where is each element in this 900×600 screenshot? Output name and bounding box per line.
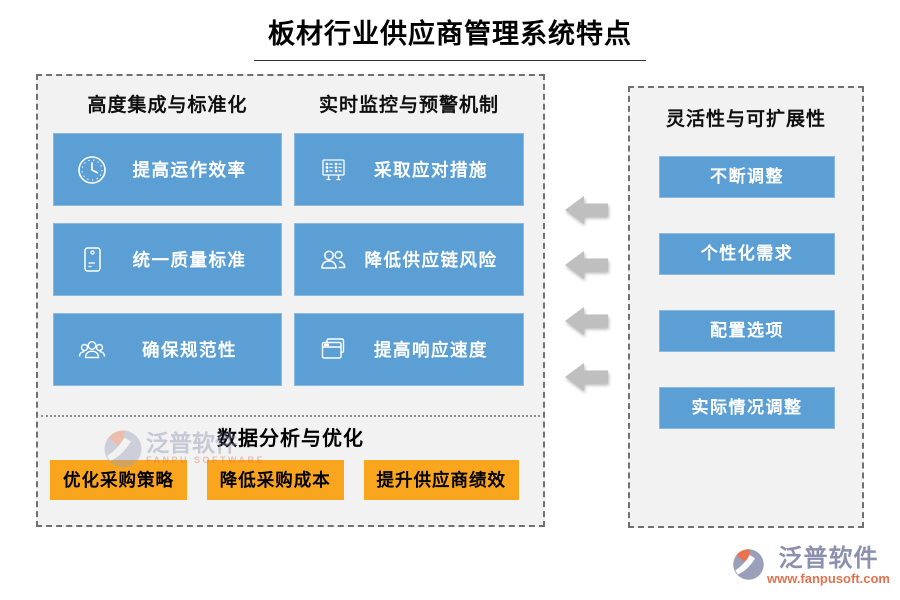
fanpu-logo-icon [732,548,765,581]
pill-personalized-needs: 个性化需求 [659,233,835,275]
footer-brand-name: 泛普软件 [778,546,879,572]
footer-brand: 泛普软件 www.fanpusoft.com [732,546,890,587]
users-icon [315,242,351,278]
left-arrow-icon [563,193,610,227]
section-heading-monitoring: 实时监控与预警机制 [318,95,499,116]
section-heading-integration: 高度集成与标准化 [87,95,248,116]
footer-brand-url[interactable]: www.fanpusoft.com [766,571,890,587]
left-arrow-icon [563,248,610,282]
feature-label: 确保规范性 [142,340,237,360]
left-arrow-icon [563,304,610,338]
tag-reduce-cost: 降低采购成本 [206,460,344,500]
checklist-board-icon [315,152,351,188]
footer-brand-text: 泛普软件 www.fanpusoft.com [766,546,890,587]
left-panel: 高度集成与标准化 提高运作效率 [36,74,545,527]
tag-supplier-performance: 提升供应商绩效 [363,460,519,500]
section-integration: 高度集成与标准化 提高运作效率 [53,90,282,386]
tag-optimize-strategy: 优化采购策略 [50,460,187,500]
team-icon [74,332,110,368]
feature-improve-efficiency: 提高运作效率 [53,133,282,206]
section-heading-flexibility: 灵活性与可扩展性 [665,109,826,130]
feature-reduce-risk: 降低供应链风险 [294,223,524,296]
pill-continuous-adjust: 不断调整 [659,156,835,198]
title-bar: 板材行业供应商管理系统特点 [0,12,900,61]
pill-actual-adjust: 实际情况调整 [659,387,835,429]
pill-config-options: 配置选项 [659,310,835,352]
page-title: 板材行业供应商管理系统特点 [254,12,646,61]
feature-label: 提高运作效率 [132,160,247,180]
feature-response-speed: 提高响应速度 [294,313,524,386]
section-heading-analysis: 数据分析与优化 [217,428,364,450]
left-arrow-icon [563,360,610,394]
analysis-row: 优化采购策略 降低采购成本 提升供应商绩效 [50,460,519,500]
feature-label: 统一质量标准 [132,250,247,270]
feature-label: 提高响应速度 [374,340,488,360]
right-panel: 灵活性与可扩展性 不断调整 个性化需求 配置选项 实际情况调整 [628,86,864,528]
feature-ensure-compliance: 确保规范性 [53,313,282,386]
feature-unified-standards: 统一质量标准 [53,223,282,296]
section-monitoring: 实时监控与预警机制 采取应对措施 [294,90,524,386]
clock-icon [74,152,110,188]
stacked-windows-icon [315,332,351,368]
feature-countermeasures: 采取应对措施 [294,133,524,206]
feature-label: 采取应对措施 [374,160,488,180]
feature-label: 降低供应链风险 [364,250,498,270]
dotted-divider [41,415,540,417]
package-icon [74,242,110,278]
